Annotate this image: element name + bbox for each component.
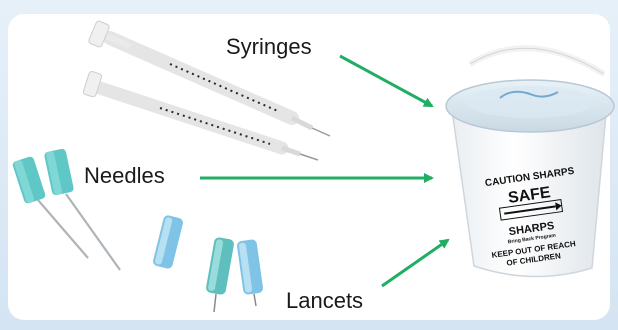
lancet-icon xyxy=(152,214,184,269)
label-syringes: Syringes xyxy=(226,34,312,60)
sharps-bucket: CAUTION SHARPS SAFE SHARPS Bring Back Pr… xyxy=(446,48,614,276)
label-lancets: Lancets xyxy=(286,288,363,314)
arrow-syringes xyxy=(340,56,432,106)
lancet-icon xyxy=(236,239,263,306)
arrow-lancets xyxy=(382,240,448,286)
label-needles: Needles xyxy=(84,163,165,189)
lancet-icon xyxy=(205,237,234,312)
